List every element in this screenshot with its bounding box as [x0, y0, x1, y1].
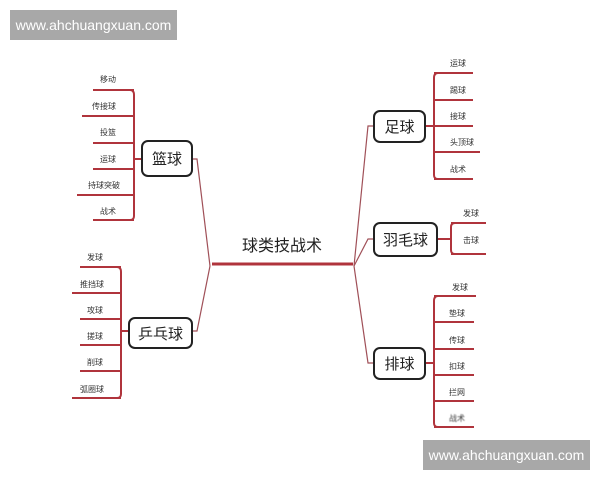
leaf-football: 踢球	[450, 86, 466, 95]
leaf-badminton: 击球	[463, 236, 479, 245]
leaf-pingpong: 攻球	[87, 306, 103, 315]
node-basketball: 篮球	[141, 140, 193, 177]
leaf-football: 运球	[450, 59, 466, 68]
watermark-top: www.ahchuangxuan.com	[10, 10, 177, 40]
leaf-badminton: 发球	[463, 209, 479, 218]
leaf-pingpong: 推挡球	[80, 280, 104, 289]
leaf-volleyball: 发球	[452, 283, 468, 292]
root-topic: 球类技战术	[242, 236, 323, 255]
node-volleyball: 排球	[373, 347, 426, 380]
node-badminton: 羽毛球	[373, 222, 438, 257]
leaf-basketball: 投篮	[100, 128, 116, 137]
leaf-volleyball: 扣球	[449, 362, 465, 371]
leaf-pingpong: 削球	[87, 358, 103, 367]
watermark-bottom: www.ahchuangxuan.com	[423, 440, 590, 470]
leaf-volleyball: 拦网	[449, 388, 465, 397]
leaf-football: 接球	[450, 112, 466, 121]
leaf-football: 头顶球	[450, 138, 474, 147]
leaf-basketball: 传接球	[92, 102, 116, 111]
leaf-volleyball: 战术	[449, 414, 465, 423]
leaf-volleyball: 传球	[449, 336, 465, 345]
node-football: 足球	[373, 110, 426, 143]
leaf-basketball: 持球突破	[88, 181, 120, 190]
leaf-basketball: 运球	[100, 155, 116, 164]
leaf-basketball: 移动	[100, 75, 116, 84]
leaf-pingpong: 弧圈球	[80, 385, 104, 394]
leaf-football: 战术	[450, 165, 466, 174]
leaf-pingpong: 搓球	[87, 332, 103, 341]
leaf-pingpong: 发球	[87, 253, 103, 262]
leaf-volleyball: 垫球	[449, 309, 465, 318]
node-pingpong: 乒乓球	[128, 317, 193, 349]
leaf-basketball: 战术	[100, 207, 116, 216]
